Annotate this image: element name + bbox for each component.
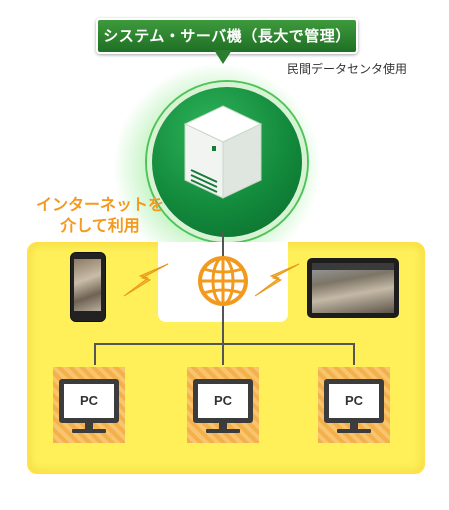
tablet-screen xyxy=(312,263,394,313)
internet-to-pcs-line xyxy=(222,306,224,344)
pc-bus-line xyxy=(94,343,355,345)
server-to-internet-line xyxy=(222,232,224,256)
pc-monitor-neck xyxy=(219,423,227,430)
wireless-bolt-right-icon xyxy=(254,263,300,297)
pc1-drop-line xyxy=(94,343,96,365)
server-label-pointer xyxy=(214,50,232,64)
internet-label-line1: インターネットを xyxy=(35,195,164,214)
internet-label: インターネットを 介して利用 xyxy=(20,194,180,236)
pc-tile: PC xyxy=(187,367,259,443)
wireless-bolt-left-icon xyxy=(123,263,169,297)
pc-monitor: PC xyxy=(59,379,119,423)
tablet-toolbar xyxy=(312,263,394,270)
pc-monitor-base xyxy=(72,429,106,433)
pc-monitor: PC xyxy=(324,379,384,423)
pc-monitor: PC xyxy=(193,379,253,423)
pc3-drop-line xyxy=(353,343,355,365)
pc-monitor-base xyxy=(206,429,240,433)
pc2-drop-line xyxy=(222,343,224,365)
globe-icon xyxy=(198,256,248,306)
pc-monitor-base xyxy=(337,429,371,433)
smartphone-screen xyxy=(74,259,101,311)
pc-tile: PC xyxy=(53,367,125,443)
server-label: システム・サーバ機（長大で管理） xyxy=(96,18,358,54)
usage-note: 民間データセンタ使用 xyxy=(287,62,408,76)
pc-tile: PC xyxy=(318,367,390,443)
server-icon xyxy=(183,105,263,199)
pc-monitor-neck xyxy=(350,423,358,430)
pc-monitor-neck xyxy=(85,423,93,430)
internet-label-line2: 介して利用 xyxy=(60,216,140,235)
